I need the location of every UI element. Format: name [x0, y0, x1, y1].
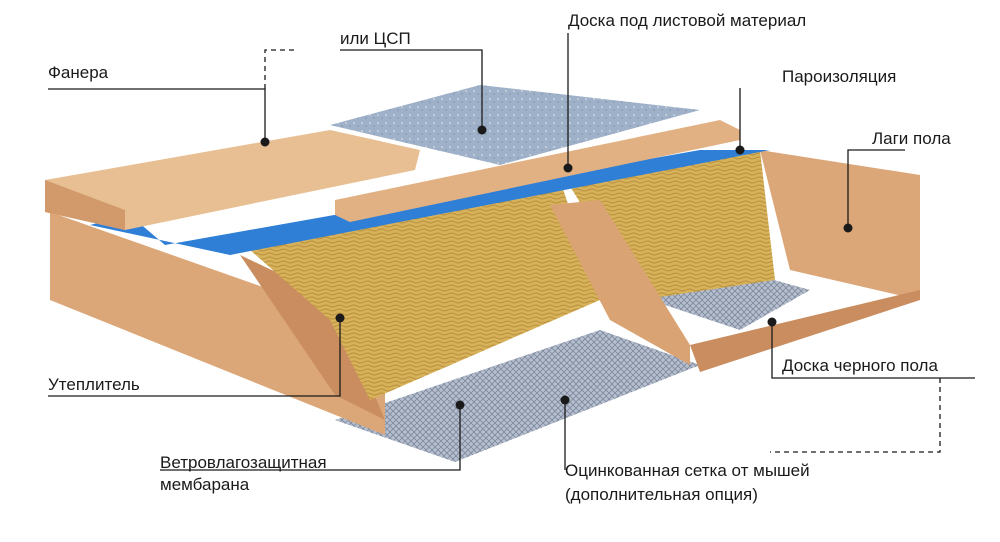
- label-subfloor-board: Доска черного пола: [782, 356, 938, 375]
- leader-lines: [48, 33, 975, 471]
- middle-joist: [550, 200, 690, 365]
- left-joist-side: [50, 212, 385, 435]
- left-joist-front: [240, 255, 385, 420]
- label-membrane-line2: мембарана: [160, 475, 250, 494]
- board-under-sheet: [335, 120, 740, 222]
- plywood-edge: [45, 180, 125, 230]
- label-vapor-barrier: Пароизоляция: [782, 67, 897, 86]
- label-membrane-line1: Ветровлагозащитная: [160, 453, 327, 472]
- csp-sheet: [330, 85, 700, 165]
- insulation-right: [560, 150, 775, 300]
- label-mesh-line2: (дополнительная опция): [565, 485, 758, 504]
- label-floor-joists: Лаги пола: [872, 129, 951, 148]
- right-joist-back: [760, 150, 920, 300]
- subfloor-board: [690, 290, 920, 372]
- leader-dots: [260, 125, 853, 410]
- label-board-sheet: Доска под листовой материал: [568, 11, 807, 30]
- plywood-sheet: [45, 130, 420, 230]
- galvanized-mesh: [335, 330, 700, 462]
- insulation-left: [250, 180, 600, 400]
- label-csp: или ЦСП: [340, 29, 411, 48]
- label-plywood: Фанера: [48, 63, 109, 82]
- label-mesh-line1: Оцинкованная сетка от мышей: [565, 461, 810, 480]
- label-insulation: Утеплитель: [48, 375, 140, 394]
